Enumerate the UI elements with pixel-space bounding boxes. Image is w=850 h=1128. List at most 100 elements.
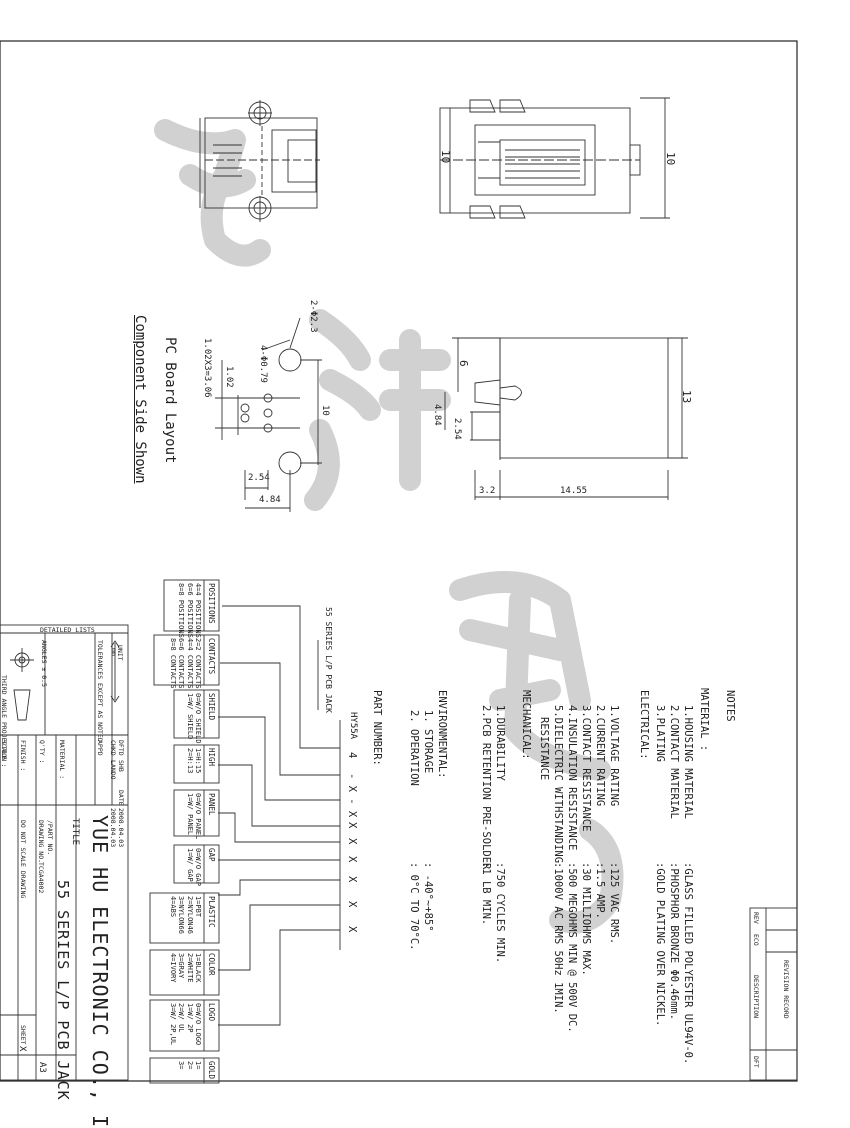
part-number-label: PART NUMBER: bbox=[371, 690, 383, 766]
option-box-item: 2= bbox=[185, 1061, 194, 1070]
electrical-item: 1.VOLTAGE RATING bbox=[608, 705, 620, 807]
option-box-item: 1=W/ PANEL bbox=[185, 793, 194, 836]
pcb-layout-label: PC Board Layout bbox=[162, 337, 178, 464]
option-box-title: GAP bbox=[207, 848, 216, 862]
appd-label: APPD bbox=[96, 740, 104, 756]
sheet-border bbox=[0, 40, 798, 1082]
option-box-item: 0=W/O GAP bbox=[194, 848, 202, 886]
part-code-segment: X bbox=[346, 838, 358, 845]
option-box-item: 4=4 CONTACTS bbox=[185, 638, 194, 689]
dftd-value: SHB bbox=[117, 760, 125, 772]
pcb-layout bbox=[215, 317, 322, 512]
material-tb-label: MATERIAL : bbox=[58, 740, 66, 780]
option-box-item: 3= bbox=[177, 1061, 185, 1070]
option-box-title: SHIELD bbox=[207, 693, 216, 721]
option-box-item: 8=8 POSITIONS bbox=[177, 583, 185, 638]
electrical-item: RESISTANCE bbox=[538, 717, 550, 781]
electrical-item: 5.DIELECTRIC WITHSTANDING bbox=[552, 705, 564, 864]
top-view bbox=[439, 97, 670, 219]
front-view bbox=[199, 100, 320, 222]
angles-note: ANGLES ± 0.5 bbox=[40, 640, 48, 687]
revision-dft: DFT bbox=[752, 1056, 760, 1068]
part-code-segment: - X - X bbox=[346, 773, 358, 818]
qty-label: Q'TY : bbox=[38, 740, 46, 764]
part-code-segment: X bbox=[346, 856, 358, 863]
date-value-2: 2008.04.03 bbox=[109, 808, 117, 848]
option-box-item: 1=H:15 bbox=[194, 748, 202, 774]
option-box-title: PLASTIC bbox=[207, 896, 216, 928]
mechanical-label: MECHANICAL: bbox=[520, 690, 532, 760]
part-code-segment: X bbox=[346, 876, 358, 883]
option-box-item: 2=NYLON46 bbox=[185, 896, 194, 934]
unit-value: mm bbox=[110, 648, 118, 656]
option-box-item: 4=4 POSITIONS bbox=[194, 583, 202, 638]
drawing-no: TCGA4002 bbox=[37, 862, 45, 894]
option-box-item: 0=W/O LOGO bbox=[194, 1003, 202, 1046]
option-box-item: 2=WHITE bbox=[185, 953, 194, 983]
company-name: YUE HU ELECTRONIC CO., I bbox=[88, 815, 112, 1128]
electrical-value: :125 VAC RMS. bbox=[608, 862, 620, 945]
drawing-no-label: DRAWING NO. bbox=[37, 820, 45, 864]
option-box-item: 1= bbox=[194, 1061, 202, 1070]
revision-frame bbox=[749, 907, 798, 1081]
material-value: :PHOSPHOR BRONZE Φ0.46mm. bbox=[668, 862, 680, 1021]
electrical-value: :30 MILLIOHMS MAX. bbox=[580, 862, 592, 976]
material-value: :GOLD PLATING OVER NICKEL. bbox=[654, 862, 666, 1027]
environmental-label: ENVIRONMENTAL: bbox=[436, 690, 448, 779]
option-box-frames bbox=[149, 579, 220, 1084]
option-box-item: 1=BLACK bbox=[194, 953, 202, 983]
side-view bbox=[444, 337, 688, 500]
series-label: 55 SERIES L/P PCB JACK bbox=[324, 607, 333, 713]
revision-description: DESCRIPTION bbox=[752, 975, 760, 1019]
notes-heading: NOTES bbox=[724, 690, 736, 722]
part-code-segment: X bbox=[346, 901, 358, 908]
option-box-item: 2=H:13 bbox=[185, 748, 194, 774]
part-code: HY55A bbox=[348, 712, 358, 740]
watermark-logo bbox=[154, 119, 624, 934]
part-code-segment: X bbox=[346, 926, 358, 933]
mechanical-value: :1 LB MIN. bbox=[480, 862, 492, 926]
mechanical-item: 1.DURABILITY bbox=[494, 705, 506, 781]
dim-top-height: 10 bbox=[664, 152, 677, 166]
electrical-value: :500 MEGOHMS MIN @ 500V DC. bbox=[566, 862, 578, 1033]
part-no-label: /PART NO. bbox=[46, 820, 54, 856]
option-box-item: 6=6 POSITIONS bbox=[185, 583, 194, 638]
revision-rev: REV bbox=[752, 912, 760, 924]
material-item: 1.HOUSING MATERIAL bbox=[682, 705, 694, 819]
chkd-label: CHKD bbox=[109, 740, 117, 756]
material-item: 3.PLATING bbox=[654, 705, 666, 762]
material-value: :GLASS FILLED POLYESTER UL94V-0. bbox=[682, 862, 694, 1065]
option-box-item: 6=6 CONTACTS bbox=[177, 638, 185, 689]
option-box-item: 0=W/O PANEL bbox=[194, 793, 202, 840]
revision-record: REVISION RECORD bbox=[782, 960, 790, 1019]
option-box-title: CONTACTS bbox=[207, 638, 216, 675]
sheet-label: SHEET bbox=[19, 1025, 27, 1045]
option-box-item: 2=W/ UL bbox=[177, 1003, 185, 1033]
dim-side-484: 4.84 bbox=[432, 404, 442, 426]
dim-front-height: 10 bbox=[439, 150, 452, 164]
dftd-label: DFTD bbox=[117, 740, 125, 756]
option-box-item: 1=W/ GAP bbox=[185, 848, 194, 882]
size-value: A3 bbox=[37, 1062, 47, 1073]
option-box-item: 3=NYLON66 bbox=[177, 896, 185, 934]
sheet-value: X bbox=[17, 1046, 27, 1052]
option-box-item: 1=W/ SHIELD bbox=[185, 693, 194, 740]
option-box-title: GOLD bbox=[207, 1061, 216, 1080]
electrical-item: 4.INSULATION RESISTANCE bbox=[566, 705, 578, 851]
dim-pcb-10: 10 bbox=[320, 405, 330, 416]
option-box-title: LOGO bbox=[207, 1003, 216, 1022]
title-block-frame bbox=[0, 624, 129, 1081]
option-box-item: 4=IVORY bbox=[168, 953, 177, 983]
part-code-segment: 4 bbox=[346, 752, 358, 759]
dim-side-1455: 14.55 bbox=[560, 486, 588, 496]
material-label: MATERIAL : bbox=[698, 688, 710, 752]
option-box-title: PANEL bbox=[207, 793, 216, 816]
environmental-item: 2. OPERATION bbox=[408, 710, 420, 786]
mechanical-item: 2.PCB RETENTION PRE-SOLDER bbox=[480, 705, 492, 870]
option-box-item: 2=2 CONTACTS bbox=[194, 638, 202, 689]
electrical-item: 2.CURRENT RATING bbox=[594, 705, 606, 807]
environmental-value: : -40°~+85° bbox=[422, 862, 434, 932]
chkd-value: LANDO bbox=[109, 760, 117, 780]
option-box-item: 1=PBT bbox=[194, 896, 202, 918]
environmental-value: : 0°C TO 70°C. bbox=[408, 862, 420, 951]
